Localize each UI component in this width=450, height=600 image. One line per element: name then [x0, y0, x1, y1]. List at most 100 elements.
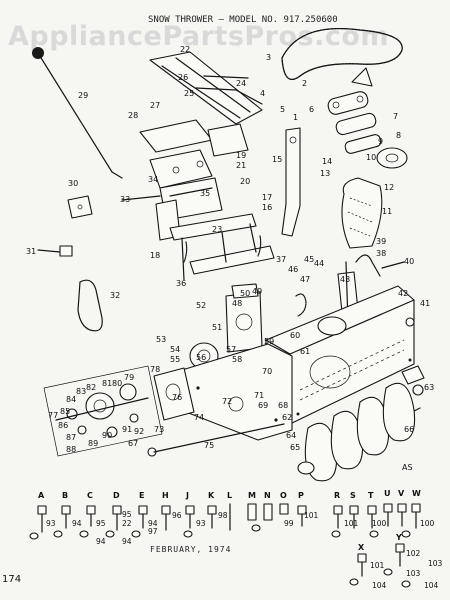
callout-5: 5: [280, 105, 285, 114]
callout-62: 62: [282, 413, 292, 422]
hw-ref-93b: 93: [196, 519, 206, 528]
callout-17: 17: [262, 193, 272, 202]
bearing-bracket: [225, 283, 263, 353]
hw-ref-103a: 103: [428, 559, 443, 568]
callout-7: 7: [393, 112, 398, 121]
clutch-lever: [281, 127, 301, 237]
callout-13: 13: [320, 169, 330, 178]
callout-68: 68: [278, 401, 288, 410]
hw-letter-o: O: [280, 491, 287, 500]
hw-letter-r: R: [334, 491, 340, 500]
callout-42: 42: [398, 289, 408, 298]
hw-letter-e: E: [139, 491, 144, 500]
spring-hook: [355, 254, 405, 277]
callout-69: 69: [258, 401, 268, 410]
diagram-title: SNOW THROWER — MODEL NO. 917.250600: [148, 15, 338, 25]
callout-91: 91: [122, 425, 132, 434]
callout-26: 26: [178, 73, 188, 82]
v-belt-32: [77, 279, 103, 332]
callout-78: 78: [150, 365, 160, 374]
callout-20: 20: [240, 177, 250, 186]
callout-86: 86: [58, 421, 68, 430]
callout-38: 38: [376, 249, 386, 258]
callout-57: 57: [226, 345, 236, 354]
callout-31: 31: [26, 247, 36, 256]
hw-ref-97: 97: [148, 527, 158, 536]
callout-44: 44: [314, 259, 324, 268]
callout-27: 27: [150, 101, 160, 110]
watermark-text: AppliancePartsPros.com: [8, 21, 389, 52]
callout-51: 51: [212, 323, 222, 332]
hw-ref-102: 102: [406, 549, 421, 558]
callout-10: 10: [366, 153, 376, 162]
callout-35: 35: [200, 189, 210, 198]
callout-47: 47: [300, 275, 310, 284]
callout-60: 60: [290, 331, 300, 340]
callout-89: 89: [88, 439, 98, 448]
auger-spiral: [297, 317, 425, 482]
region-tag: AS: [402, 463, 413, 472]
callout-36: 36: [176, 279, 186, 288]
callout-49: 49: [252, 287, 262, 296]
hw-ref-96: 96: [172, 511, 182, 520]
callout-74: 74: [194, 413, 204, 422]
callout-87: 87: [66, 433, 76, 442]
callout-83: 83: [76, 387, 86, 396]
hw-letter-h: H: [162, 491, 169, 500]
belt-cover: [341, 177, 383, 249]
hw-letter-d: D: [113, 491, 120, 500]
callout-30: 30: [68, 179, 78, 188]
hw-letter-k: K: [208, 491, 215, 500]
hw-letter-a: A: [38, 491, 45, 500]
callout-46: 46: [288, 265, 298, 274]
callout-33: 33: [120, 195, 130, 204]
hw-ref-100b: 100: [420, 519, 435, 528]
callout-59: 59: [264, 337, 274, 346]
hw-ref-104a: 104: [372, 581, 387, 590]
hw-ref-100a: 100: [372, 519, 387, 528]
hw-letter-w: W: [412, 489, 421, 498]
callout-79: 79: [124, 373, 134, 382]
callout-58: 58: [232, 355, 242, 364]
callout-52: 52: [196, 301, 206, 310]
callout-66: 66: [404, 425, 414, 434]
callout-15: 15: [272, 155, 282, 164]
callout-65: 65: [290, 443, 300, 452]
callout-41: 41: [420, 299, 430, 308]
callout-6: 6: [309, 105, 314, 114]
footer-date: FEBRUARY, 1974: [150, 545, 231, 554]
hardware-legend: [29, 503, 421, 588]
hw-ref-94d: 94: [122, 537, 132, 546]
callout-39: 39: [376, 237, 386, 246]
hw-ref-101c: 101: [370, 561, 385, 570]
callout-1: 1: [293, 113, 298, 122]
hw-ref-94a: 94: [72, 519, 82, 528]
hw-letter-j: J: [185, 491, 189, 500]
hw-ref-98: 98: [218, 511, 228, 520]
callout-92: 92: [134, 427, 144, 436]
hw-ref-101b: 101: [344, 519, 359, 528]
hw-ref-104b: 104: [424, 581, 439, 590]
callout-11: 11: [382, 207, 392, 216]
callout-53: 53: [156, 335, 166, 344]
callout-55: 55: [170, 355, 180, 364]
callout-88: 88: [66, 445, 76, 454]
hw-letter-n: N: [264, 491, 271, 500]
callout-9: 9: [378, 137, 383, 146]
callout-23: 23: [212, 225, 222, 234]
callout-34: 34: [148, 175, 158, 184]
lower-linkage: [169, 213, 275, 281]
callout-2: 2: [302, 79, 307, 88]
hw-letter-m: M: [248, 491, 256, 500]
hw-ref-101a: 101: [304, 511, 319, 520]
gear-case-housing: [153, 367, 195, 421]
callout-90: 90: [102, 431, 112, 440]
hw-letter-c: C: [87, 491, 93, 500]
callout-43: 43: [340, 275, 350, 284]
hw-ref-99: 99: [284, 519, 294, 528]
shift-rod: [32, 47, 123, 179]
hardware-ref-numbers: 93 94 95 22 95 94 96 93 98 99 101 101 10…: [46, 510, 443, 590]
callout-70: 70: [262, 367, 272, 376]
spacer-31: [37, 245, 73, 257]
callout-37: 37: [276, 255, 286, 264]
